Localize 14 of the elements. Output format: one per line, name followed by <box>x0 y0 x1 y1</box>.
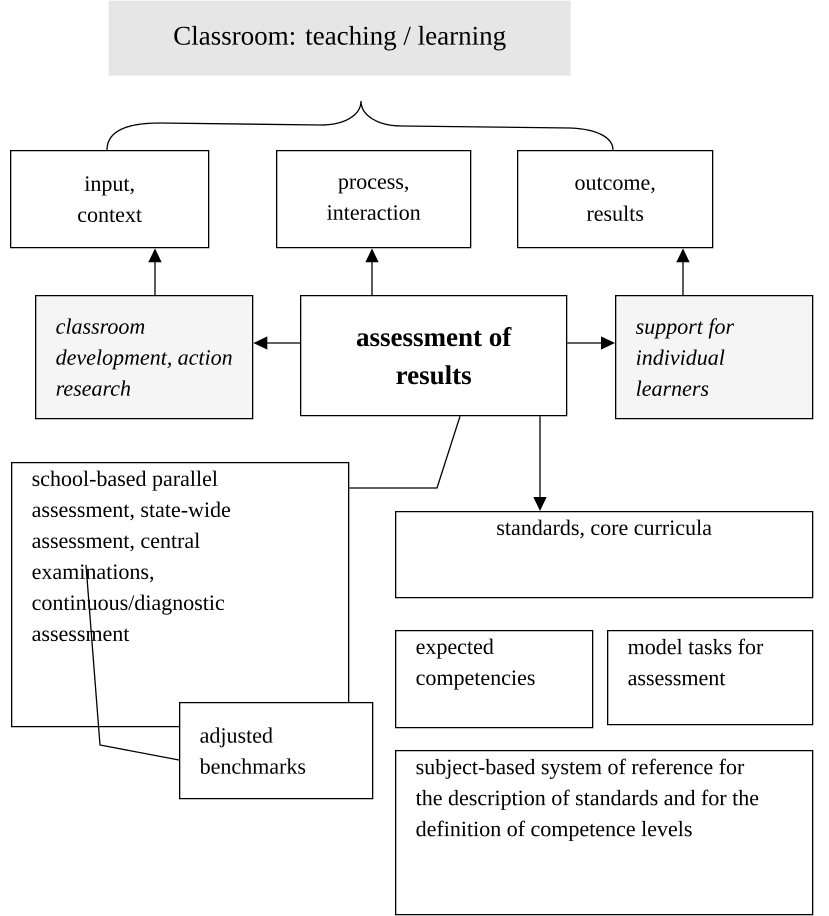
box: standards, core curricula <box>395 511 814 598</box>
connector-line <box>349 416 461 489</box>
box: assessment of results <box>300 295 568 416</box>
heading-band: Classroom: teaching / learning <box>108 0 571 76</box>
box: expected competencies <box>395 630 594 728</box>
box: input, context <box>10 150 210 248</box>
box: support for individual learners <box>615 295 814 420</box>
box: classroom development, action research <box>35 295 254 420</box>
box: process, interaction <box>276 150 472 248</box>
box: model tasks for assessment <box>607 630 814 726</box>
box: outcome, results <box>517 150 714 248</box>
connector-line <box>85 564 180 761</box>
box: subject-based system of reference for the description of standards and for the definition of competence levels <box>395 750 814 916</box>
box: adjusted benchmarks <box>179 702 374 800</box>
